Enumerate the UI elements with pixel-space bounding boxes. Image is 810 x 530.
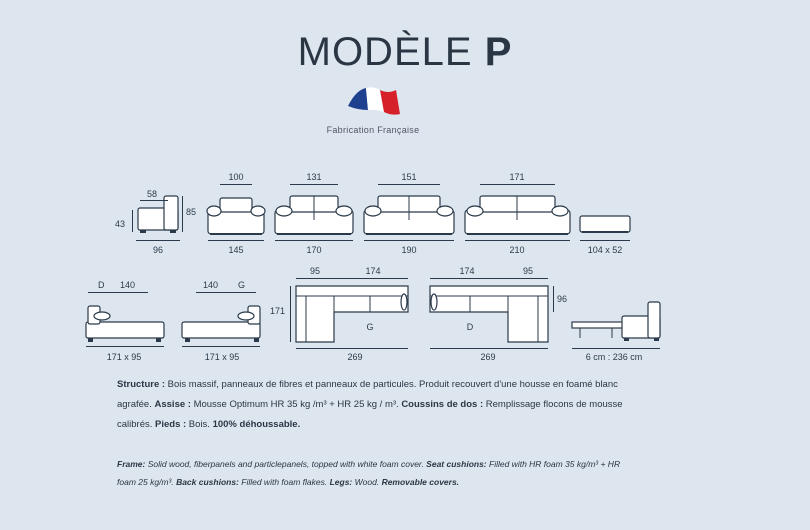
dim-chaise-d-dims: 171 x 95 [106,352,142,362]
label-frame: Frame: [117,459,146,469]
dim-side-depth: 96 [152,245,164,255]
dim-sofa4-top: 171 [509,172,525,182]
rule-pouf [580,240,630,241]
dim-side-height: 85 [186,207,197,217]
dim-armchair-width: 145 [228,245,244,255]
rule-chaise-g-top [196,292,256,293]
text-pieds: Bois. [186,419,213,430]
french-flag-icon [348,87,400,115]
rule-corner-g-width [296,348,408,349]
label-assise: Assise : [154,399,191,410]
dim-corner-g-height: 171 [270,306,286,316]
dim-corner-g-width: 269 [347,352,363,362]
dim-corner-g-label: G [366,322,374,332]
title-letter: P [484,30,513,74]
subtitle: Fabrication Française [326,125,420,135]
dim-bed: 6 cm : 236 cm [585,352,643,362]
sofa-bed-drawing [571,301,661,341]
rule-corner-d-height [553,286,554,312]
armchair-drawing [206,197,266,235]
dim-pouf: 104 x 52 [587,245,623,255]
rule-armchair-width [208,240,264,241]
text-removable: Removable covers. [381,477,460,487]
rule-sofa4-width [465,240,570,241]
dim-chaise-g-side: G [238,280,246,290]
corner-sofa-right-drawing [429,285,549,343]
corner-sofa-left-drawing [295,285,409,343]
rule-side-top [140,200,168,201]
text-coussins: Remplissage flocons de mousse calibrés. [117,399,623,430]
dim-corner-d-height: 96 [557,294,568,304]
label-pieds: Pieds : [155,419,187,430]
chaise-longue-right-drawing [85,305,165,342]
text-houssable: 100% déhoussable. [212,419,301,430]
text-frame: Solid wood, fiberpanels and particlepane… [145,459,427,469]
dim-corner-d-left: 174 [459,266,475,276]
dim-side-top: 58 [146,189,158,199]
label-structure: Structure : [117,379,166,390]
dim-corner-d-label: D [466,322,474,332]
dim-chaise-g-dims: 171 x 95 [204,352,240,362]
rule-chaise-d-top [88,292,148,293]
dim-chaise-d-side: D [98,280,105,290]
rule-corner-g-height [290,286,291,342]
text-seat: Filled with HR foam 35 kg/m³ + HR foam 2… [117,459,621,487]
rule-side-seat [132,210,133,232]
dim-sofa2-width: 170 [306,245,322,255]
rule-bed [572,348,660,349]
sofa-2-seat-drawing [274,195,354,235]
rule-corner-d-width [430,348,548,349]
rule-chaise-g-width [182,346,260,347]
dim-chaise-d-len: 140 [120,280,136,290]
label-legs: Legs: [329,477,353,487]
rule-sofa3-width [364,240,454,241]
rule-chaise-d-width [86,346,164,347]
dim-corner-d-width: 269 [480,352,496,362]
dim-corner-g-right: 174 [365,266,381,276]
label-seat: Seat cushions: [426,459,487,469]
dim-corner-d-right: 95 [522,266,534,276]
chaise-longue-left-drawing [181,305,261,342]
dim-armchair-top: 100 [228,172,244,182]
page-title: MODÈLE P [0,30,810,75]
dim-sofa2-top: 131 [306,172,322,182]
text-back: Filled with foam flakes. [238,477,330,487]
dim-corner-g-left: 95 [309,266,321,276]
rule-side-height [182,196,183,232]
rule-side-depth [136,240,180,241]
text-legs: Wood. [352,477,382,487]
rule-corner-d-top [430,278,548,279]
dim-sofa4-width: 210 [509,245,525,255]
description-english: Frame: Solid wood, fiberpanels and parti… [117,455,637,491]
rule-armchair-top [220,184,252,185]
text-assise: Mousse Optimum HR 35 kg /m³ + HR 25 kg /… [190,399,402,410]
label-coussins: Coussins de dos : [401,399,484,410]
rule-sofa4-top [480,184,555,185]
rule-sofa2-top [290,184,338,185]
rule-sofa2-width [275,240,353,241]
description-french: Structure : Bois massif, panneaux de fib… [117,375,637,435]
rule-sofa3-top [378,184,440,185]
sofa-3-seat-drawing [363,195,455,235]
label-back: Back cushions: [176,477,239,487]
dim-sofa3-top: 151 [401,172,417,182]
pouf-drawing [579,215,631,233]
sofa-side-view [137,195,179,233]
title-model: MODÈLE [297,30,473,74]
sofa-4-seat-drawing [464,195,571,235]
dim-side-seat: 43 [115,219,126,229]
dim-sofa3-width: 190 [401,245,417,255]
text-structure: Bois massif, panneaux de fibres et panne… [117,379,618,410]
rule-corner-g-top [296,278,408,279]
dim-chaise-g-len: 140 [203,280,219,290]
sofa-drawings [85,195,661,343]
